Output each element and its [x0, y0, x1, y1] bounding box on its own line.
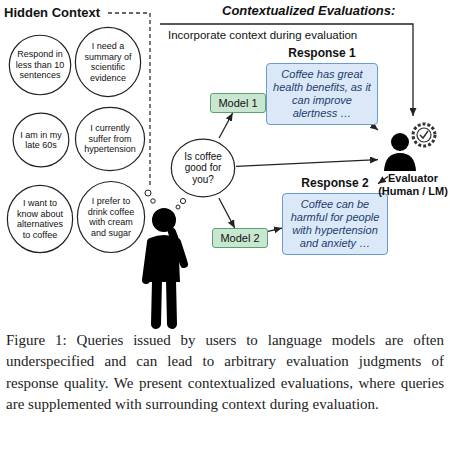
section-label: Hidden Context: [4, 5, 100, 21]
response-heading: Response 1: [266, 46, 378, 61]
speech-bubble: Is coffee good for you?: [170, 138, 236, 198]
subtitle-label: Incorporate context during evaluation: [168, 28, 357, 42]
evaluator-body: [384, 153, 416, 171]
bubble-ellipse: [9, 35, 70, 95]
thought-trail: [151, 199, 155, 203]
thought-bubble: I prefer to drink coffee with cream and …: [76, 180, 146, 254]
flow-arrow: [236, 160, 378, 167]
bubble-text: I want to know about alternatives to cof…: [12, 198, 68, 240]
bubble-text: Respond in less than 10 sentences: [14, 49, 66, 81]
thought-bubble: I want to know about alternatives to cof…: [6, 184, 74, 254]
flow-arrow: [268, 228, 282, 231]
bubble-text: Is coffee good for you?: [176, 151, 230, 186]
figure-caption: Figure 1: Queries issued by users to lan…: [6, 330, 444, 415]
response-text: Coffee can be harmful for people with hy…: [288, 198, 382, 250]
user-figure: [146, 208, 184, 324]
user-leg: [156, 280, 157, 324]
bubble-ellipse: [77, 181, 144, 252]
flow-arrow: [378, 176, 388, 183]
bubble-text: I prefer to drink coffee with cream and …: [82, 196, 140, 238]
thought-bubble: I need a summary of scientific evidence: [74, 26, 142, 98]
evaluator-head: [391, 133, 409, 151]
evaluator-node: Evaluator (Human / LM): [378, 118, 448, 198]
thought-trail: [145, 190, 151, 196]
thought-bubble: I currently suffer from hypertension: [74, 106, 146, 172]
user-leg: [171, 280, 172, 324]
speech-trail: [176, 205, 180, 209]
gear-symbol: [413, 124, 435, 146]
bubble-text: I am in my late 60s: [18, 130, 64, 151]
evaluator-label: Evaluator (Human / LM): [378, 172, 448, 198]
flow-arrow: [372, 125, 378, 130]
user-arm: [172, 232, 184, 264]
evaluator-icon: [384, 124, 435, 171]
model-label: Model 1: [218, 97, 257, 110]
bubble-text: I currently suffer from hypertension: [80, 123, 140, 155]
speech-trail: [180, 198, 185, 203]
response-box: Response 2 Coffee can be harmful for peop…: [282, 176, 388, 255]
gear-symbol: [417, 128, 431, 142]
response-box: Response 1 Coffee has great health benefi…: [266, 46, 378, 125]
thought-bubble: Respond in less than 10 sentences: [8, 34, 72, 96]
model-label: Model 2: [220, 232, 259, 245]
bubble-ellipse: [75, 27, 140, 96]
bubble-ellipse: [7, 185, 72, 252]
response-body-box: Coffee has great health benefits, as it …: [266, 63, 378, 125]
bubble-ellipse: [13, 113, 69, 167]
response-text: Coffee has great health benefits, as it …: [272, 68, 372, 120]
bubble-text: I need a summary of scientific evidence: [80, 41, 136, 83]
user-arm: [146, 242, 151, 280]
bubble-ellipse: [75, 107, 144, 170]
bubble-ellipse: [171, 139, 234, 197]
model-box: Model 2: [212, 228, 268, 248]
response-heading: Response 2: [282, 176, 388, 191]
thought-bubble: I am in my late 60s: [12, 112, 70, 168]
flow-arrow: [219, 198, 235, 228]
figure-title: Contextualized Evaluations:: [222, 3, 395, 19]
check-mark: [420, 131, 428, 138]
model-box: Model 1: [210, 93, 266, 113]
response-body-box: Coffee can be harmful for people with hy…: [282, 193, 388, 255]
flow-arrow: [219, 113, 232, 138]
